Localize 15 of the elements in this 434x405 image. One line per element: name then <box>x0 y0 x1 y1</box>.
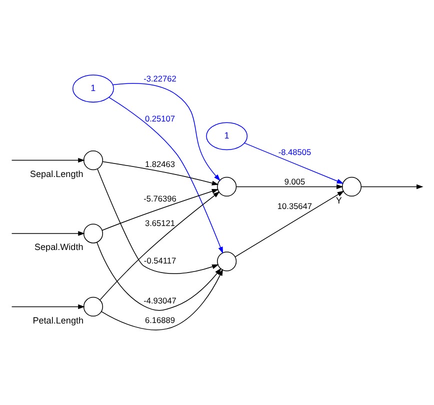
edge-label: -5.76396 <box>144 194 176 204</box>
edge-label: -4.93047 <box>144 296 176 306</box>
node-label: Petal.Length <box>32 315 84 326</box>
edge-label: 3.65121 <box>145 218 176 228</box>
edge-label: 1.82463 <box>145 158 176 169</box>
node-label: Y <box>336 195 342 206</box>
node-label: Sepal.Length <box>30 168 84 179</box>
node-label: Sepal.Width <box>34 242 84 252</box>
edge-label: 0.25107 <box>145 114 176 124</box>
edge-label: 6.16889 <box>145 315 176 326</box>
edge-label: 10.35647 <box>277 201 312 212</box>
edge-label: -3.22762 <box>144 74 176 84</box>
edge-label: -8.48505 <box>278 146 312 157</box>
edge-label: -0.54117 <box>144 256 176 266</box>
edge-label: 9.005 <box>284 176 306 186</box>
